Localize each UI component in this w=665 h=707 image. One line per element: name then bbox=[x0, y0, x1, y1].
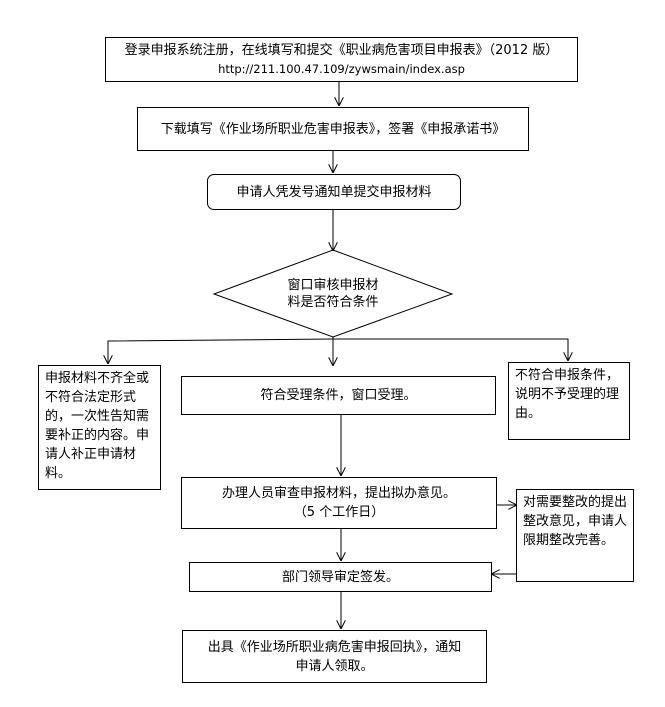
step-receipt-line1: 出具《作业场所职业病危害申报回执》，通知 bbox=[207, 639, 462, 655]
step-submit-materials: 申请人凭发号通知单提交申报材料 bbox=[207, 174, 461, 210]
step-leader-approval: 部门领导审定签发。 bbox=[189, 562, 492, 592]
branch-incomplete-text: 申报材料不齐全或不符合法定形式的，一次性告知需要补正的内容。申请人补正申请材料。 bbox=[45, 371, 150, 481]
step-rectification-text: 对需要整改的提出整改意见，申请人限期整改完善。 bbox=[523, 495, 628, 548]
step-register-url: http://211.100.47.109/zywsmain/index.asp bbox=[218, 61, 465, 76]
step-receipt-line2: 申请人领取。 bbox=[295, 658, 374, 674]
step-staff-review: 办理人员审查申报材料，提出拟办意见。 （5 个工作日） bbox=[181, 477, 497, 529]
step-submit-text: 申请人凭发号通知单提交申报材料 bbox=[236, 184, 432, 200]
branch-rejected-text: 不符合申报条件，说明不予受理的理由。 bbox=[515, 368, 620, 421]
step-issue-receipt: 出具《作业场所职业病危害申报回执》，通知 申请人领取。 bbox=[182, 630, 487, 683]
step-register-online: 登录申报系统注册，在线填写和提交《职业病危害项目申报表》（2012 版） htt… bbox=[105, 37, 578, 82]
branch-rejected: 不符合申报条件，说明不予受理的理由。 bbox=[508, 362, 630, 440]
branch-accepted: 符合受理条件，窗口受理。 bbox=[181, 376, 496, 415]
branch-incomplete-materials: 申报材料不齐全或不符合法定形式的，一次性告知需要补正的内容。申请人补正申请材料。 bbox=[38, 365, 161, 490]
step-download-text: 下载填写《作业场所职业危害申报表》，签署《申报承诺书》 bbox=[160, 121, 506, 137]
step-rectification: 对需要整改的提出整改意见，申请人限期整改完善。 bbox=[516, 489, 634, 582]
step-review-text: 办理人员审查申报材料，提出拟办意见。 bbox=[221, 486, 456, 501]
arrow-decision-right bbox=[333, 338, 568, 360]
branch-accepted-text: 符合受理条件，窗口受理。 bbox=[260, 388, 417, 403]
arrow-decision-left bbox=[108, 338, 334, 363]
step-review-duration: （5 个工作日） bbox=[293, 505, 385, 520]
step-approval-text: 部门领导审定签发。 bbox=[281, 569, 399, 585]
decision-line1: 窗口审核申报材 bbox=[287, 278, 379, 293]
decision-text: 窗口审核申报材 料是否符合条件 bbox=[265, 277, 401, 311]
step-download-forms: 下载填写《作业场所职业危害申报表》，签署《申报承诺书》 bbox=[137, 107, 529, 151]
step-register-text: 登录申报系统注册，在线填写和提交《职业病危害项目申报表》（2012 版） bbox=[124, 42, 559, 58]
decision-line2: 料是否符合条件 bbox=[287, 295, 379, 310]
